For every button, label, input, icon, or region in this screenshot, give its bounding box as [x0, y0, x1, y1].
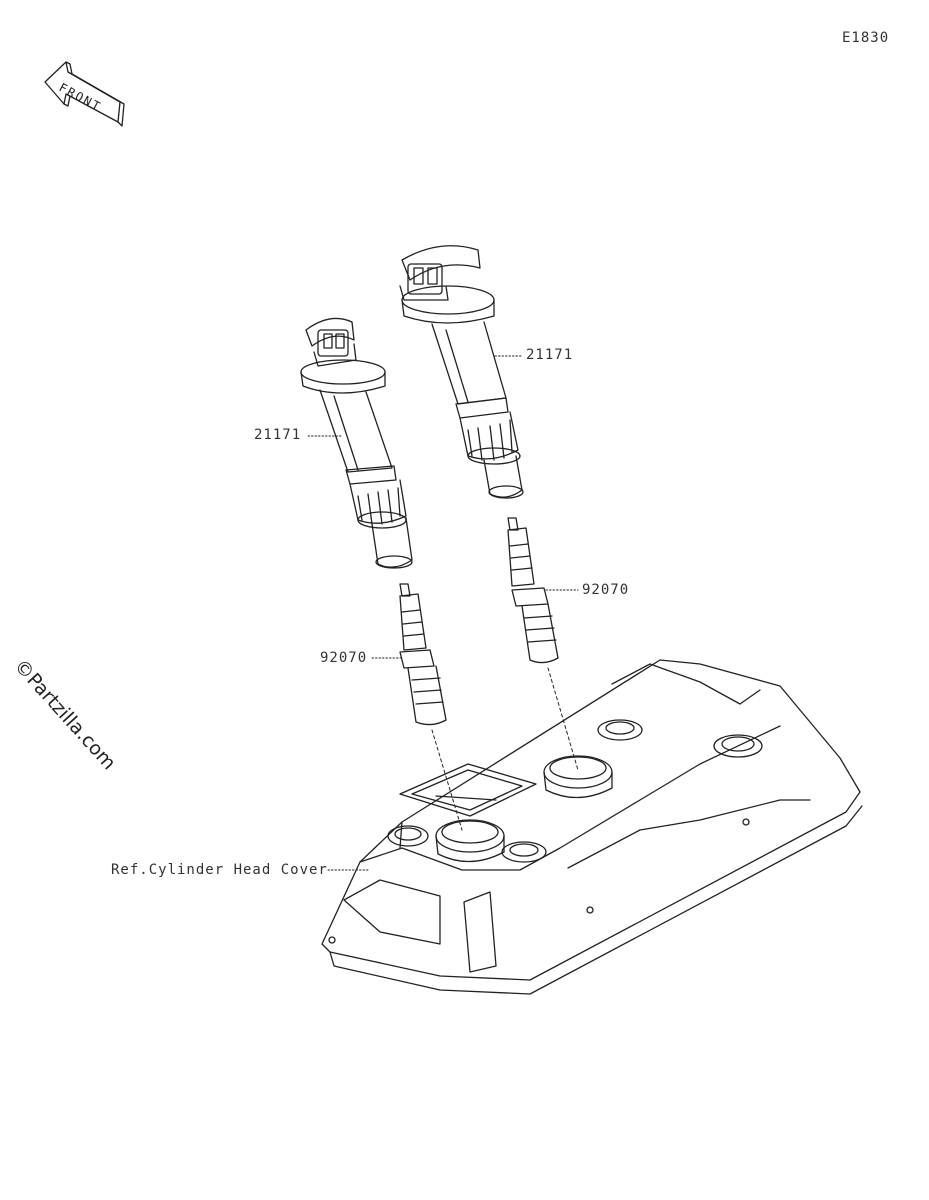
spark-plug-left — [399, 583, 447, 726]
front-arrow: FRONT — [44, 61, 125, 127]
diagram-code: E1830 — [842, 30, 890, 46]
ignition-coil-left — [300, 317, 413, 569]
front-arrow-label: FRONT — [57, 80, 104, 114]
ignition-coil-right — [399, 245, 524, 499]
callout-plug-right: 92070 — [582, 582, 630, 598]
cylinder-head-cover — [321, 659, 863, 995]
spark-plug-right — [507, 517, 559, 664]
callout-coil-left: 21171 — [254, 427, 302, 443]
callout-coil-right: 21171 — [526, 347, 574, 363]
leader-lines — [307, 355, 579, 871]
callout-head-cover: Ref.Cylinder Head Cover — [111, 862, 328, 878]
callout-plug-left: 92070 — [320, 650, 368, 666]
install-centerlines — [431, 667, 579, 831]
